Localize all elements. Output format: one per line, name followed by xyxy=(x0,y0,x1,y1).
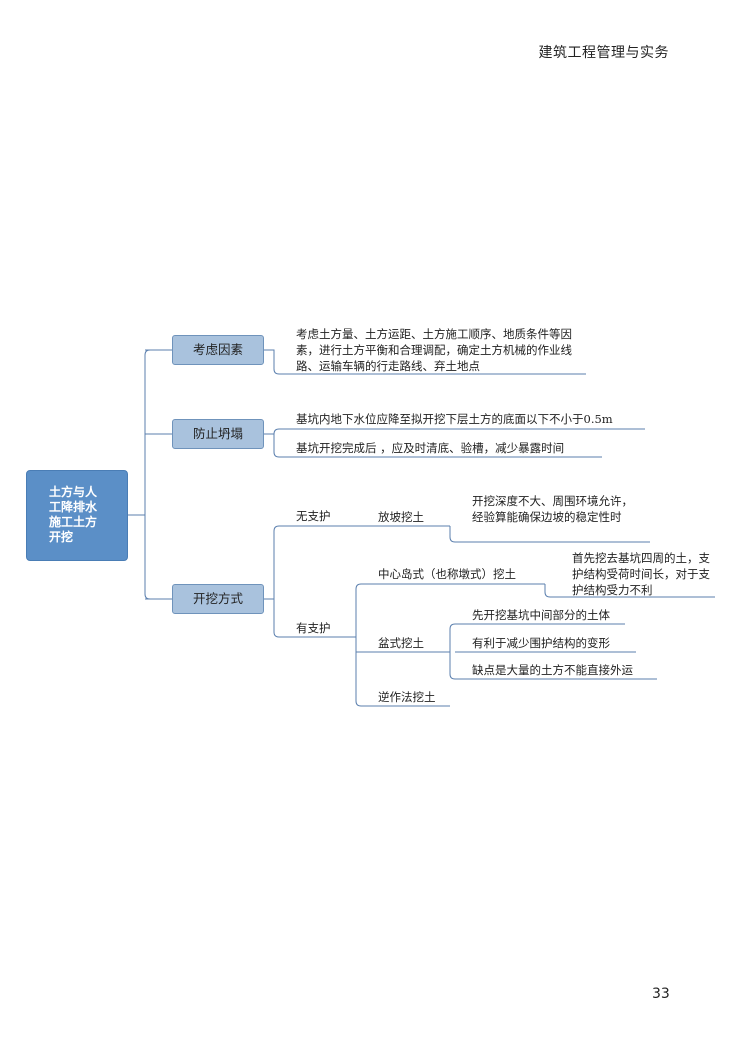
branch-kaiwa-fangshi: 开挖方式 xyxy=(172,584,264,614)
page-number: 33 xyxy=(652,986,670,1002)
fangzhi-tanta-item-1: 基坑内地下水位应降至拟开挖下层土方的底面以下不小于0.5m xyxy=(296,412,613,426)
penshi-detail-2: 有利于减少围护结构的变形 xyxy=(472,636,610,650)
wu-zhihu-label: 无支护 xyxy=(296,509,331,523)
penshi-detail-1: 先开挖基坑中间部分的土体 xyxy=(472,608,610,622)
fangpo-watu-detail: 开挖深度不大、周围环境允许，经验算能确保边坡的稳定性时 xyxy=(472,494,633,524)
zhongxindao-label: 中心岛式（也称墩式）挖土 xyxy=(378,567,516,581)
line-kaiwa-vertical xyxy=(273,525,280,638)
line-penshi-vertical xyxy=(449,623,456,680)
fangpo-watu-label: 放坡挖土 xyxy=(378,510,424,524)
you-zhihu-label: 有支护 xyxy=(296,621,331,635)
fangzhi-tanta-item-2: 基坑开挖完成后 ，应及时清底、验槽，减少暴露时间 xyxy=(296,441,565,455)
line-fangpo-detail xyxy=(449,526,650,543)
line-zhongxindao-detail xyxy=(544,584,715,598)
zhongxindao-detail: 首先挖去基坑四周的土，支护结构受荷时间长，对于支护结构受力不利 xyxy=(572,551,710,597)
kaolv-yinsu-detail: 考虑土方量、土方运距、土方施工顺序、地质条件等因素，进行土方平衡和合理调配，确定… xyxy=(296,327,572,373)
penshi-watu-label: 盆式挖土 xyxy=(378,636,424,650)
line-branch-trunk xyxy=(144,349,151,600)
line-youzhihu-vertical xyxy=(355,583,362,707)
header-title: 建筑工程管理与实务 xyxy=(538,45,669,61)
nizuofa-label: 逆作法挖土 xyxy=(378,690,436,704)
line-kaolv-out xyxy=(262,349,586,375)
branch-kaolv-yinsu: 考虑因素 xyxy=(172,335,264,365)
line-fangzhi-vertical xyxy=(273,428,280,458)
penshi-detail-3: 缺点是大量的土方不能直接外运 xyxy=(472,663,633,677)
branch-fangzhi-tanta: 防止坍塌 xyxy=(172,419,264,449)
root-node: 土方与人 工降排水 施工土方 开挖 xyxy=(26,470,128,561)
